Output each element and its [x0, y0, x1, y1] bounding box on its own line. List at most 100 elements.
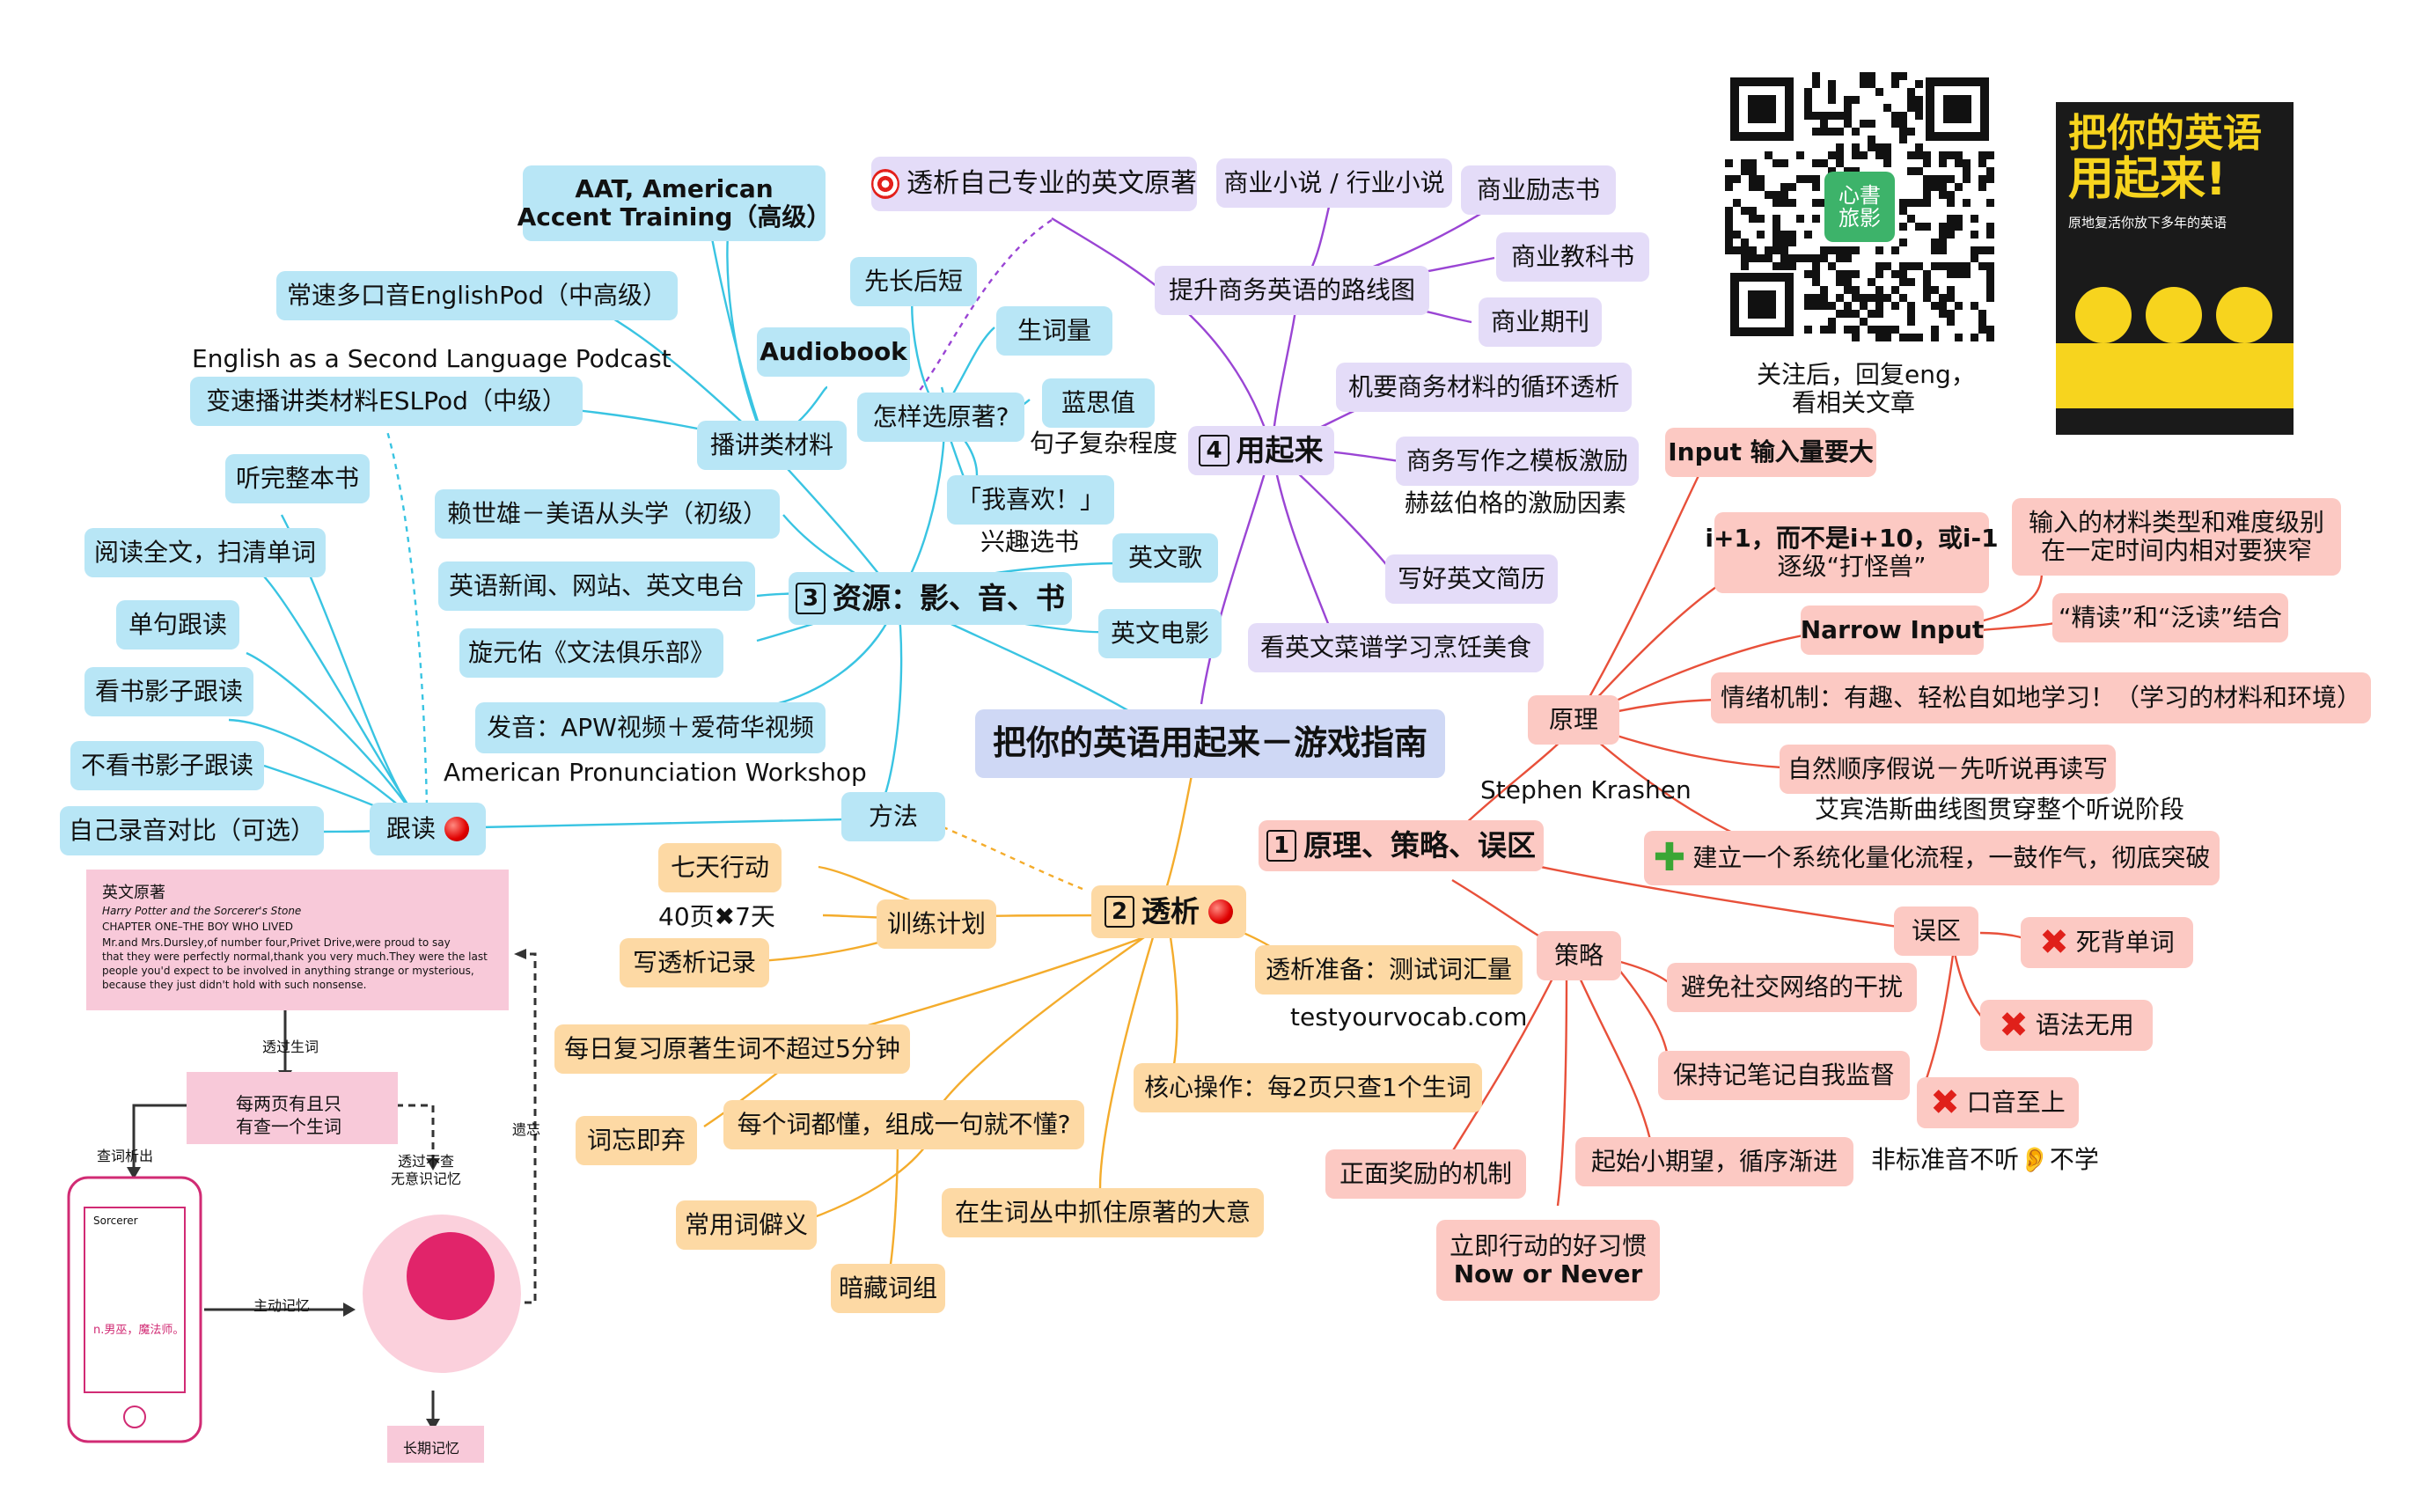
node-label-line1: 输入的材料类型和难度级别: [2028, 507, 2324, 537]
text-sentence-complexity: 句子复杂程度: [1030, 429, 1178, 458]
node-record-compare[interactable]: 自己录音对比（可选）: [60, 806, 324, 855]
central-topic[interactable]: 把你的英语用起来－游戏指南: [975, 709, 1445, 778]
node-principle[interactable]: 原理: [1528, 695, 1619, 745]
node-label-line2: 在一定时间内相对要狭窄: [2040, 536, 2312, 565]
node-label: 死背单词: [2075, 927, 2175, 957]
text-herzberg: 赫兹伯格的激励因素: [1405, 488, 1627, 517]
node-hidden-phrase[interactable]: 暗藏词组: [831, 1264, 945, 1313]
node-lai[interactable]: 赖世雄－美语从头学（初级）: [435, 489, 780, 539]
node-keep-notes[interactable]: 保持记笔记自我监督: [1658, 1051, 1910, 1100]
node-read-scan[interactable]: 阅读全文，扫清单词: [84, 528, 326, 577]
node-resume[interactable]: 写好英文简历: [1385, 554, 1558, 604]
node-songs[interactable]: 英文歌: [1112, 533, 1218, 583]
novel-book-title: Harry Potter and the Sorcerer's Stone: [102, 905, 302, 917]
node-audiobook[interactable]: Audiobook: [757, 327, 910, 377]
node-natural-order[interactable]: 自然顺序假说－先听说再读写: [1780, 745, 2116, 794]
node-business-roadmap[interactable]: 提升商务英语的路线图: [1155, 266, 1429, 315]
node-apw[interactable]: 发音：APW视频＋爱荷华视频: [475, 702, 826, 753]
node-i-like[interactable]: 「我喜欢！」: [947, 475, 1114, 525]
node-follow-read[interactable]: 跟读: [370, 803, 486, 855]
node-rare-meaning[interactable]: 常用词僻义: [676, 1200, 817, 1250]
label-through-word: 透过生词: [262, 1039, 319, 1055]
node-systematic-flow[interactable]: ✚建立一个系统化量化流程，一鼓作气，彻底突破: [1644, 831, 2220, 885]
node-sentence-follow[interactable]: 单句跟读: [116, 600, 239, 650]
node-business-textbook[interactable]: 商业教科书: [1496, 232, 1649, 282]
node-intensive-extensive[interactable]: “精读”和“泛读”结合: [2052, 593, 2288, 642]
node-training-plan[interactable]: 训练计划: [877, 899, 996, 949]
node-label: 跟读: [385, 813, 436, 843]
text-ebbinghaus: 艾宾浩斯曲线图贯穿整个听说阶段: [1815, 795, 2185, 824]
node-forget-word[interactable]: 词忘即弃: [576, 1116, 697, 1165]
node-englishpod[interactable]: 常速多口音EnglishPod（中高级）: [276, 271, 678, 320]
node-myths[interactable]: 误区: [1894, 906, 1978, 956]
rule-line-1: 每两页有且只: [236, 1093, 341, 1114]
node-method[interactable]: 方法: [841, 792, 945, 841]
node-input-volume[interactable]: Input 输入量要大: [1665, 428, 1876, 477]
node-myth-rote[interactable]: ✖死背单词: [2021, 917, 2193, 968]
node-label-line2: Now or Never: [1453, 1259, 1643, 1288]
label-active-memory: 主动记忆: [253, 1297, 311, 1314]
branch-number: 3: [795, 583, 826, 614]
node-lexile[interactable]: 蓝思值: [1042, 378, 1155, 428]
node-movies[interactable]: 英文电影: [1098, 609, 1222, 658]
node-business-novel[interactable]: 商业小说 / 行业小说: [1216, 158, 1452, 208]
node-strategy[interactable]: 策略: [1537, 931, 1621, 980]
node-daily-review[interactable]: 每日复习原著生词不超过5分钟: [554, 1024, 910, 1074]
node-grasp-gist[interactable]: 在生词丛中抓住原著的大意: [942, 1188, 1264, 1237]
node-news[interactable]: 英语新闻、网站、英文电台: [438, 561, 755, 611]
novel-card: [86, 870, 509, 1010]
branch-label: 用起来: [1236, 433, 1324, 468]
node-core-operation[interactable]: 核心操作：每2页只查1个生词: [1134, 1063, 1482, 1112]
node-listen-whole[interactable]: 听完整本书: [225, 454, 370, 503]
red-dot-icon: [444, 817, 469, 841]
node-myth-accent[interactable]: ✖口音至上: [1917, 1077, 2079, 1128]
node-shadow-with-book[interactable]: 看书影子跟读: [84, 667, 253, 716]
node-positive-reward[interactable]: 正面奖励的机制: [1325, 1149, 1526, 1199]
node-eslpod[interactable]: 变速播讲类材料ESLPod（中级）: [190, 377, 583, 426]
qr-code-icon[interactable]: 心書旅影: [1725, 72, 1994, 341]
branch-number: 2: [1104, 896, 1135, 928]
phone-meaning: n.男巫，魔法师。: [93, 1324, 185, 1337]
node-choose-book[interactable]: 怎样选原著?: [857, 393, 1024, 442]
book-cover[interactable]: 把你的英语 用起来! 原地复活你放下多年的英语: [2056, 102, 2294, 435]
node-vocab-count[interactable]: 生词量: [996, 306, 1112, 356]
node-business-journal[interactable]: 商业期刊: [1479, 297, 1602, 347]
node-writing-template[interactable]: 商务写作之模板激励: [1396, 437, 1639, 486]
node-major-books[interactable]: 透析自己专业的英文原著: [871, 157, 1197, 211]
novel-excerpt-2: that they were perfectly normal,thank yo…: [102, 951, 488, 963]
label-long-term: 长期记忆: [403, 1440, 460, 1457]
node-xuan[interactable]: 旋元佑《文法俱乐部》: [459, 628, 723, 678]
node-broadcast[interactable]: 播讲类材料: [697, 421, 847, 470]
rule-line-2: 有查一个生词: [236, 1116, 341, 1137]
node-myth-grammar[interactable]: ✖语法无用: [1980, 1000, 2153, 1051]
node-seven-days[interactable]: 七天行动: [658, 843, 782, 892]
brain-icon: [415, 1250, 486, 1303]
node-loop-analysis[interactable]: 机要商务材料的循环透析: [1336, 363, 1632, 412]
node-label-line1: 立即行动的好习惯: [1449, 1230, 1647, 1260]
text-testyourvocab[interactable]: testyourvocab.com: [1290, 1002, 1528, 1031]
node-business-inspire[interactable]: 商业励志书: [1461, 165, 1616, 215]
label-forget: 遗忘: [512, 1121, 541, 1138]
branch-number: 4: [1199, 435, 1229, 466]
node-small-start[interactable]: 起始小期望，循序渐进: [1575, 1137, 1853, 1186]
node-narrow-input[interactable]: Narrow Input: [1801, 606, 1984, 655]
qr-code-pattern: [1725, 72, 1994, 341]
book-decoration: [2075, 287, 2272, 343]
node-write-record[interactable]: 写透析记录: [620, 938, 769, 987]
x-mark-icon: ✖: [1930, 1083, 1960, 1123]
node-shadow-no-book[interactable]: 不看书影子跟读: [70, 741, 264, 790]
node-narrow-material[interactable]: 输入的材料类型和难度级别在一定时间内相对要狭窄: [2012, 498, 2341, 576]
node-sentence-puzzle[interactable]: 每个词都懂，组成一句就不懂?: [723, 1100, 1084, 1149]
node-avoid-social[interactable]: 避免社交网络的干扰: [1667, 963, 1917, 1012]
node-vocab-test[interactable]: 透析准备：测试词汇量: [1255, 945, 1523, 995]
node-recipe[interactable]: 看英文菜谱学习烹饪美食: [1248, 623, 1544, 672]
node-emotion[interactable]: 情绪机制：有趣、轻松自如地学习！（学习的材料和环境）: [1711, 672, 2371, 723]
node-long-first[interactable]: 先长后短: [850, 257, 977, 306]
